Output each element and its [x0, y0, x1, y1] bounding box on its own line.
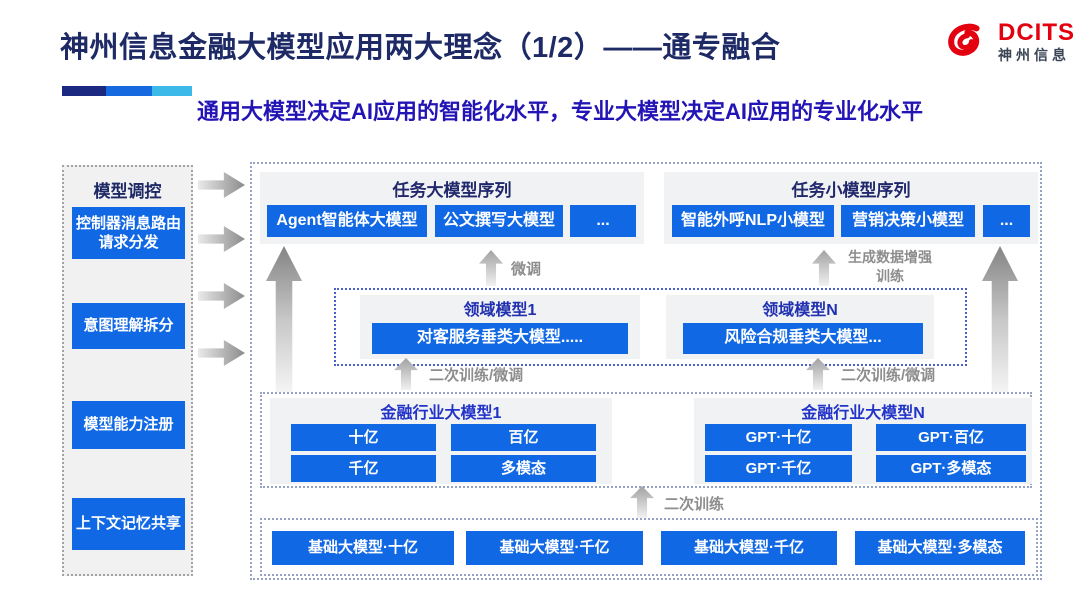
industry-model-n-title: 金融行业大模型N: [801, 405, 925, 422]
box-gpt-multimodal: GPT·多模态: [876, 455, 1026, 482]
box-document-model: 公文撰写大模型: [435, 205, 563, 237]
sidebar-item-router: 控制器消息路由请求分发: [72, 207, 185, 259]
industry-model-1-title: 金融行业大模型1: [380, 405, 502, 422]
gen-data-label: 生成数据增强训练: [848, 249, 932, 284]
task-large-title: 任务大模型序列: [392, 181, 512, 200]
logo: DCITS 神州信息: [944, 20, 1075, 65]
title-accent-bar: [62, 86, 192, 96]
sidebar-model-control: 模型调控 控制器消息路由请求分发 意图理解拆分 模型能力注册 上下文记忆共享: [62, 165, 193, 576]
box-task-small-more: ...: [983, 205, 1030, 237]
box-customer-service-model: 对客服务垂类大模型.....: [372, 323, 628, 354]
box-base-hundred-billion-2: 基础大模型·千亿: [661, 531, 837, 565]
logo-text-cn: 神州信息: [998, 47, 1070, 64]
page-title: 神州信息金融大模型应用两大理念（1/2）——通专融合: [60, 32, 781, 64]
dcits-logo-icon: [948, 23, 980, 56]
domain-model-n-title: 领域模型N: [762, 302, 838, 319]
flow-arrow-right-1: [198, 172, 245, 198]
industry-model-1-panel: 金融行业大模型1 十亿 百亿 千亿 多模态: [270, 398, 612, 484]
domain-model-container: 领域模型1 对客服务垂类大模型..... 领域模型N 风险合规垂类大模型...: [334, 288, 967, 366]
box-gpt-ten-billion: GPT·百亿: [876, 424, 1026, 451]
industry-model-n-panel: 金融行业大模型N GPT·十亿 GPT·百亿 GPT·千亿 GPT·多模态: [694, 398, 1032, 484]
box-marketing-model: 营销决策小模型: [841, 205, 975, 237]
flow-arrow-right-3: [198, 283, 245, 309]
flow-arrow-right-2: [198, 226, 245, 252]
box-risk-compliance-model: 风险合规垂类大模型...: [683, 323, 923, 354]
domain-model-1-title: 领域模型1: [463, 302, 537, 319]
box-nlp-callout-model: 智能外呼NLP小模型: [672, 205, 834, 237]
box-multimodal: 多模态: [451, 455, 596, 482]
task-small-model-panel: 任务小模型序列 智能外呼NLP小模型 营销决策小模型 ...: [664, 172, 1038, 244]
box-ten-billion: 百亿: [451, 424, 596, 451]
domain-model-n-panel: 领域模型N 风险合规垂类大模型...: [666, 295, 934, 359]
accent-segment-navy: [62, 86, 106, 96]
secondary-training-label: 二次训练: [664, 496, 725, 513]
accent-segment-cyan: [152, 86, 192, 96]
task-small-title: 任务小模型序列: [791, 181, 911, 200]
sidebar-title: 模型调控: [93, 182, 162, 201]
box-billion: 十亿: [291, 424, 436, 451]
box-base-multimodal: 基础大模型·多模态: [855, 531, 1025, 565]
box-gpt-billion: GPT·十亿: [705, 424, 852, 451]
box-base-hundred-billion-1: 基础大模型·千亿: [466, 531, 643, 565]
tall-up-arrow-left: [266, 246, 302, 392]
box-agent-model: Agent智能体大模型: [267, 205, 427, 237]
box-base-billion: 基础大模型·十亿: [272, 531, 454, 565]
accent-segment-blue: [106, 86, 152, 96]
secondary-training-arrow: [630, 486, 654, 518]
sidebar-item-capability: 模型能力注册: [72, 401, 185, 449]
finetune-label: 微调: [511, 261, 542, 278]
gen-data-arrow: [812, 250, 836, 286]
base-model-container: 基础大模型·十亿 基础大模型·千亿 基础大模型·千亿 基础大模型·多模态: [260, 518, 1038, 576]
sidebar-item-intent: 意图理解拆分: [72, 303, 185, 349]
task-large-model-panel: 任务大模型序列 Agent智能体大模型 公文撰写大模型 ...: [260, 172, 644, 244]
flow-arrow-right-4: [198, 340, 245, 366]
domain-model-1-panel: 领域模型1 对客服务垂类大模型.....: [360, 295, 640, 359]
sidebar-item-context: 上下文记忆共享: [72, 498, 185, 550]
tall-up-arrow-right: [982, 246, 1018, 392]
industry-model-container: 金融行业大模型1 十亿 百亿 千亿 多模态 金融行业大模型N GPT·十亿 GP…: [260, 392, 1032, 488]
main-diagram: 任务大模型序列 Agent智能体大模型 公文撰写大模型 ... 任务小模型序列 …: [250, 162, 1042, 580]
subtitle: 通用大模型决定AI应用的智能化水平，专业大模型决定AI应用的专业化水平: [196, 99, 923, 124]
secondary-finetune-label-left: 二次训练/微调: [429, 367, 524, 384]
secondary-finetune-label-right: 二次训练/微调: [841, 367, 936, 384]
box-hundred-billion: 千亿: [291, 455, 436, 482]
logo-text: DCITS: [998, 19, 1075, 46]
finetune-arrow: [479, 250, 503, 286]
box-task-large-more: ...: [570, 205, 636, 237]
box-gpt-hundred-billion: GPT·千亿: [705, 455, 852, 482]
